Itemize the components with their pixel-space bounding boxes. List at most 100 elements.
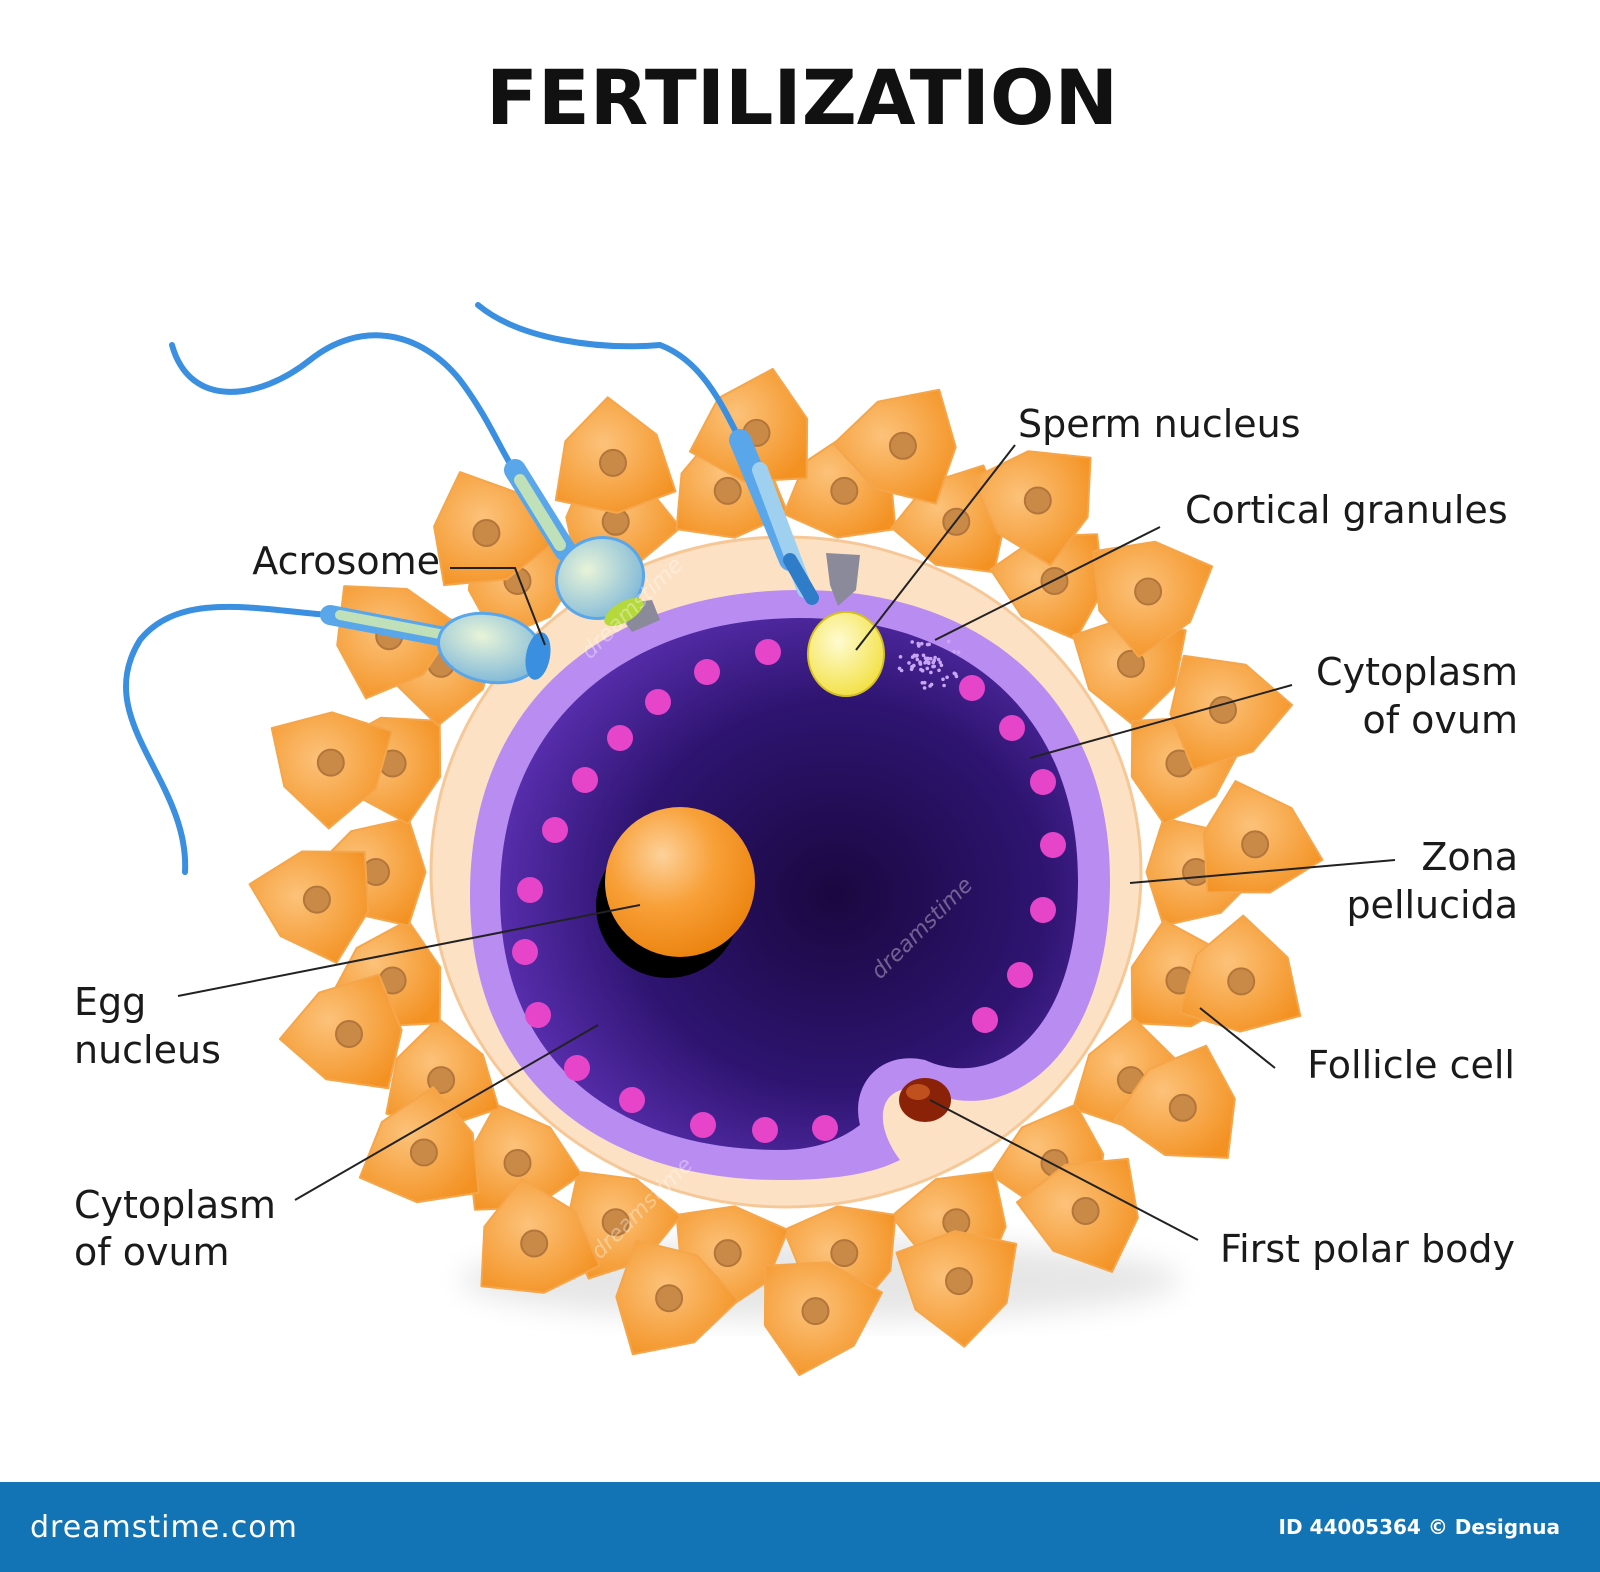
label-egg-2: nucleus [74, 1028, 221, 1072]
follicle-cell [480, 1177, 601, 1294]
follicle-cell [971, 450, 1092, 567]
sperm-left [123, 603, 551, 875]
cortical-granule [812, 1115, 838, 1141]
cortical-granule [752, 1117, 778, 1143]
footer-credit: ID 44005364 © Designua [1278, 1515, 1560, 1539]
follicle-cell [1169, 654, 1294, 771]
cortical-granule [564, 1055, 590, 1081]
polar-body-highlight [906, 1084, 930, 1100]
granule-speck [920, 668, 925, 673]
follicle-cell [763, 1261, 883, 1377]
granule-speck [952, 649, 956, 654]
granule-speck [926, 660, 931, 665]
cortical-granules [897, 639, 961, 690]
leader-sperm-nucleus [855, 444, 1016, 651]
granule-speck [912, 663, 916, 668]
cortical-granule [690, 1112, 716, 1138]
follicle-cell [270, 711, 393, 830]
entry-channel [826, 553, 860, 606]
granule-speck [916, 641, 920, 646]
egg-nucleus [605, 807, 755, 957]
sperm-middle [169, 332, 660, 632]
label-cytoplasm-right-2: of ovum [1362, 698, 1518, 742]
granule-speck [929, 682, 934, 687]
granule-speck [942, 683, 946, 688]
footer-bar: dreamstime.com ID 44005364 © Designua [0, 1482, 1600, 1572]
leader-acrosome [450, 567, 546, 646]
leader-egg-nucleus [177, 904, 641, 997]
label-cortical-granules: Cortical granules [1185, 488, 1508, 532]
cortical-granule [645, 689, 671, 715]
follicle-cell [615, 1239, 740, 1356]
leader-cortical-granules [934, 526, 1161, 641]
cortical-granule [517, 877, 543, 903]
granule-speck [922, 680, 927, 685]
cortical-granule [1030, 897, 1056, 923]
leader-follicle-cell [1199, 1007, 1276, 1069]
follicle-cells [248, 367, 1324, 1377]
granule-speck [921, 653, 926, 658]
follicle-cell [1015, 1157, 1139, 1273]
granule-speck [933, 655, 937, 660]
follicle-cell [358, 1086, 480, 1204]
label-sperm-nucleus: Sperm nucleus [1018, 402, 1301, 446]
granule-speck [937, 668, 941, 673]
cortical-granule [959, 675, 985, 701]
leader-zona [1129, 859, 1396, 884]
leader-cytoplasm-left [294, 1024, 599, 1201]
sperm-nucleus [807, 611, 885, 697]
cortical-granule [755, 639, 781, 665]
granule-speck [910, 640, 914, 644]
granule-speck [931, 664, 935, 669]
cortical-granule [972, 1007, 998, 1033]
follicle-cell [248, 850, 370, 964]
follicle-cell [1092, 540, 1214, 658]
first-polar-body [899, 1078, 951, 1122]
granule-ring [512, 639, 1066, 1143]
label-egg-1: Egg [74, 980, 146, 1024]
fertilization-diagram: FERTILIZATION [74, 53, 1518, 1377]
granule-speck [946, 639, 951, 644]
cortical-granule [999, 715, 1025, 741]
granule-speck [898, 655, 903, 659]
leader-cytoplasm-right [1029, 684, 1293, 759]
label-acrosome: Acrosome [252, 539, 440, 583]
granule-speck [939, 663, 944, 668]
follicle-cell [1202, 780, 1324, 894]
sperm-penetrating [475, 302, 885, 697]
label-zona-2: pellucida [1346, 883, 1518, 927]
granule-speck [938, 660, 942, 665]
granule-speck [897, 666, 902, 671]
granule-speck [922, 686, 927, 690]
granule-speck [907, 661, 911, 665]
granule-speck [926, 656, 930, 661]
granule-speck [956, 650, 961, 654]
granule-speck [945, 675, 949, 680]
follicle-cell [278, 973, 403, 1090]
label-zona-1: Zona [1421, 835, 1518, 879]
follicle-cell [554, 396, 677, 514]
labels: Sperm nucleus Cortical granules Acrosome… [74, 402, 1518, 1274]
label-cytoplasm-right-1: Cytoplasm [1316, 650, 1518, 694]
cortical-granule [1007, 962, 1033, 988]
cortical-granule [525, 1002, 551, 1028]
cortical-granule [1040, 832, 1066, 858]
granule-speck [912, 653, 917, 658]
acrosome-middle [604, 598, 644, 626]
label-cytoplasm-left-2: of ovum [74, 1230, 230, 1274]
granule-speck [936, 657, 941, 662]
granule-speck [925, 642, 930, 647]
granule-speck [941, 677, 945, 682]
granule-speck [931, 660, 935, 665]
cortical-granule [694, 659, 720, 685]
footer-brand[interactable]: dreamstime.com [30, 1509, 298, 1545]
cortical-granule [619, 1087, 645, 1113]
follicle-cell [895, 1230, 1018, 1348]
cortical-granule [572, 767, 598, 793]
cortical-granule [1030, 769, 1056, 795]
cortical-granule [607, 725, 633, 751]
cytoplasm-of-ovum [500, 618, 1078, 1150]
leader-lines [177, 444, 1396, 1241]
label-first-polar-body: First polar body [1220, 1227, 1515, 1271]
granule-speck [925, 666, 930, 671]
